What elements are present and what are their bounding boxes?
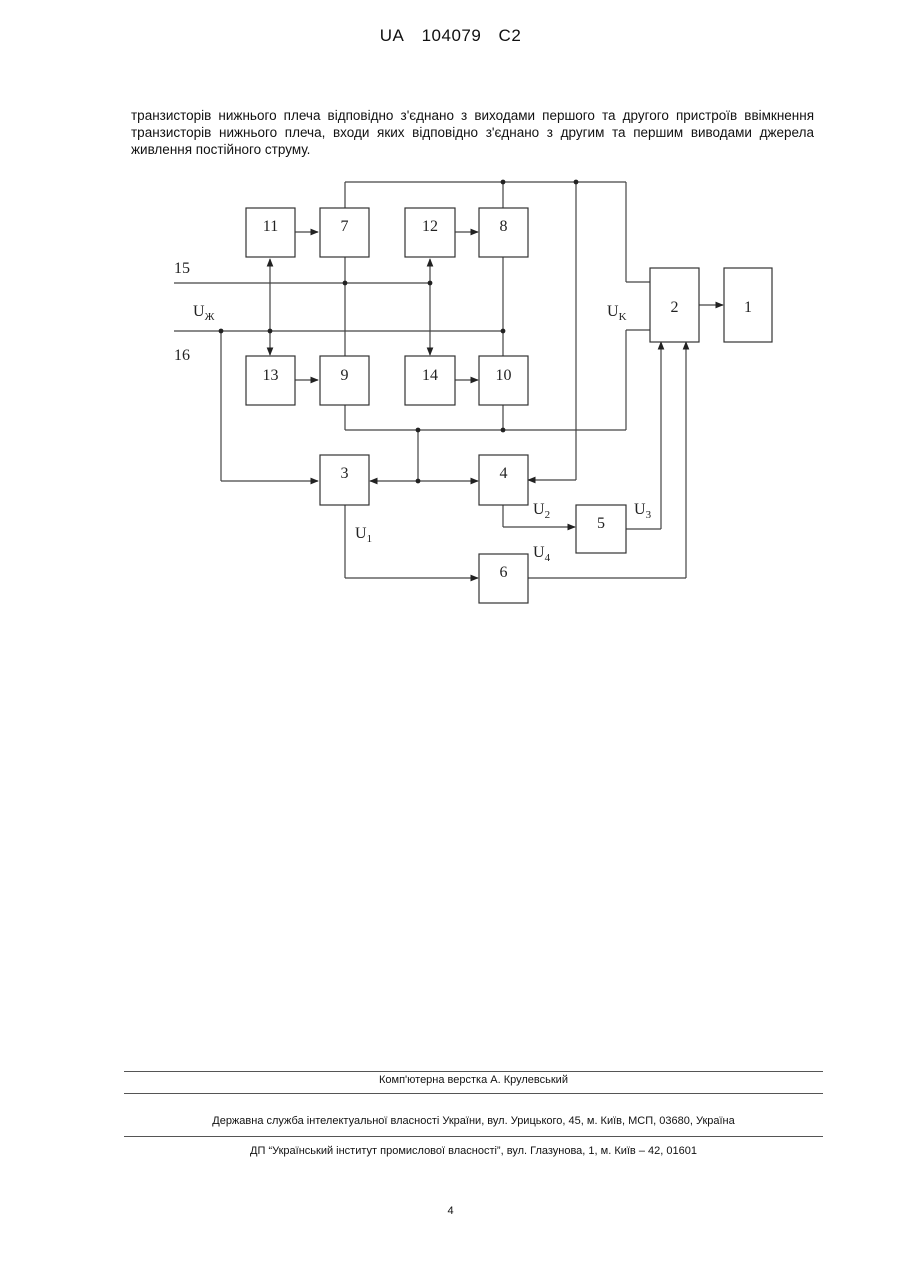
u2-label: U2 bbox=[533, 501, 550, 521]
institute-address: ДП “Український інститут промислової вла… bbox=[124, 1145, 823, 1157]
uk-label: UK bbox=[607, 303, 627, 323]
footer-divider-3 bbox=[124, 1136, 823, 1137]
block-14-label: 14 bbox=[422, 367, 438, 384]
block-9-label: 9 bbox=[341, 367, 349, 384]
block-11-label: 11 bbox=[263, 218, 278, 235]
agency-address: Державна служба інтелектуальної власност… bbox=[124, 1115, 823, 1127]
block-3-label: 3 bbox=[341, 465, 349, 482]
u3-label: U3 bbox=[634, 501, 652, 521]
input-16-label: 16 bbox=[174, 347, 190, 364]
layout-credit: Комп'ютерна верстка А. Крулевський bbox=[124, 1074, 823, 1086]
uzh-label: UЖ bbox=[193, 303, 215, 323]
block-7-label: 7 bbox=[341, 218, 349, 235]
u4-label: U4 bbox=[533, 544, 551, 564]
footer-divider-1 bbox=[124, 1071, 823, 1072]
block-4-label: 4 bbox=[500, 465, 508, 482]
block-2-label: 2 bbox=[671, 299, 679, 316]
input-15-label: 15 bbox=[174, 260, 190, 277]
block-5-label: 5 bbox=[597, 515, 605, 532]
block-13-label: 13 bbox=[263, 367, 279, 384]
page-number: 4 bbox=[0, 1205, 901, 1217]
footer-divider-2 bbox=[124, 1093, 823, 1094]
block-12-label: 12 bbox=[422, 218, 438, 235]
block-1-label: 1 bbox=[744, 299, 752, 316]
u1-label: U1 bbox=[355, 525, 372, 545]
block-6-label: 6 bbox=[500, 564, 508, 581]
block-10-label: 10 bbox=[496, 367, 512, 384]
block-8-label: 8 bbox=[500, 218, 508, 235]
